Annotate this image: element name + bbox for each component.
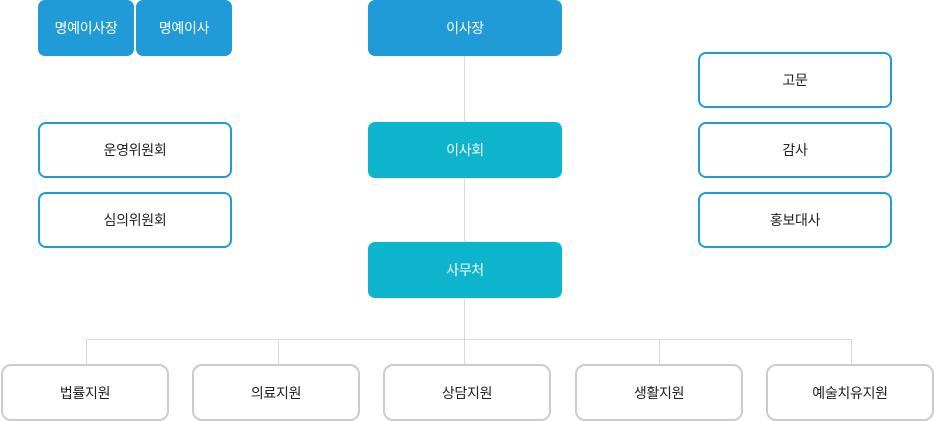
board-label: 이사회 [446,143,484,159]
dept-medical-label: 의료지원 [250,385,302,402]
operations-committee-box[interactable]: 운영위원회 [38,122,232,178]
auditor-box[interactable]: 감사 [698,122,892,178]
chairman-label: 이사장 [446,21,484,37]
connector-dept-2 [278,339,279,364]
honorary-director-label: 명예이사 [158,21,210,37]
dept-art-therapy-box[interactable]: 예술치유지원 [766,364,934,421]
dept-living-box[interactable]: 생활지원 [575,364,743,421]
connector-vertical-main [464,56,465,364]
dept-legal-box[interactable]: 법률지원 [1,364,169,421]
board-box[interactable]: 이사회 [368,122,562,178]
secretariat-box[interactable]: 사무처 [368,242,562,298]
dept-living-label: 생활지원 [633,385,685,402]
dept-medical-box[interactable]: 의료지원 [192,364,360,421]
connector-horizontal-departments [86,339,852,340]
review-committee-label: 심의위원회 [103,213,167,229]
dept-legal-label: 법률지원 [59,385,111,402]
honorary-chairman-box[interactable]: 명예이사장 [38,0,134,56]
operations-committee-label: 운영위원회 [103,143,167,159]
dept-art-therapy-label: 예술치유지원 [812,385,888,402]
review-committee-box[interactable]: 심의위원회 [38,192,232,248]
honorary-chairman-label: 명예이사장 [54,21,118,37]
advisor-label: 고문 [782,73,808,89]
dept-counseling-label: 상담지원 [441,385,493,402]
dept-counseling-box[interactable]: 상담지원 [383,364,551,421]
honorary-director-box[interactable]: 명예이사 [136,0,232,56]
chairman-box[interactable]: 이사장 [368,0,562,56]
connector-dept-1 [86,339,87,364]
advisor-box[interactable]: 고문 [698,52,892,108]
connector-dept-5 [851,339,852,364]
ambassador-box[interactable]: 홍보대사 [698,192,892,248]
secretariat-label: 사무처 [446,263,484,279]
auditor-label: 감사 [782,143,808,159]
connector-dept-4 [659,339,660,364]
ambassador-label: 홍보대사 [769,213,821,229]
